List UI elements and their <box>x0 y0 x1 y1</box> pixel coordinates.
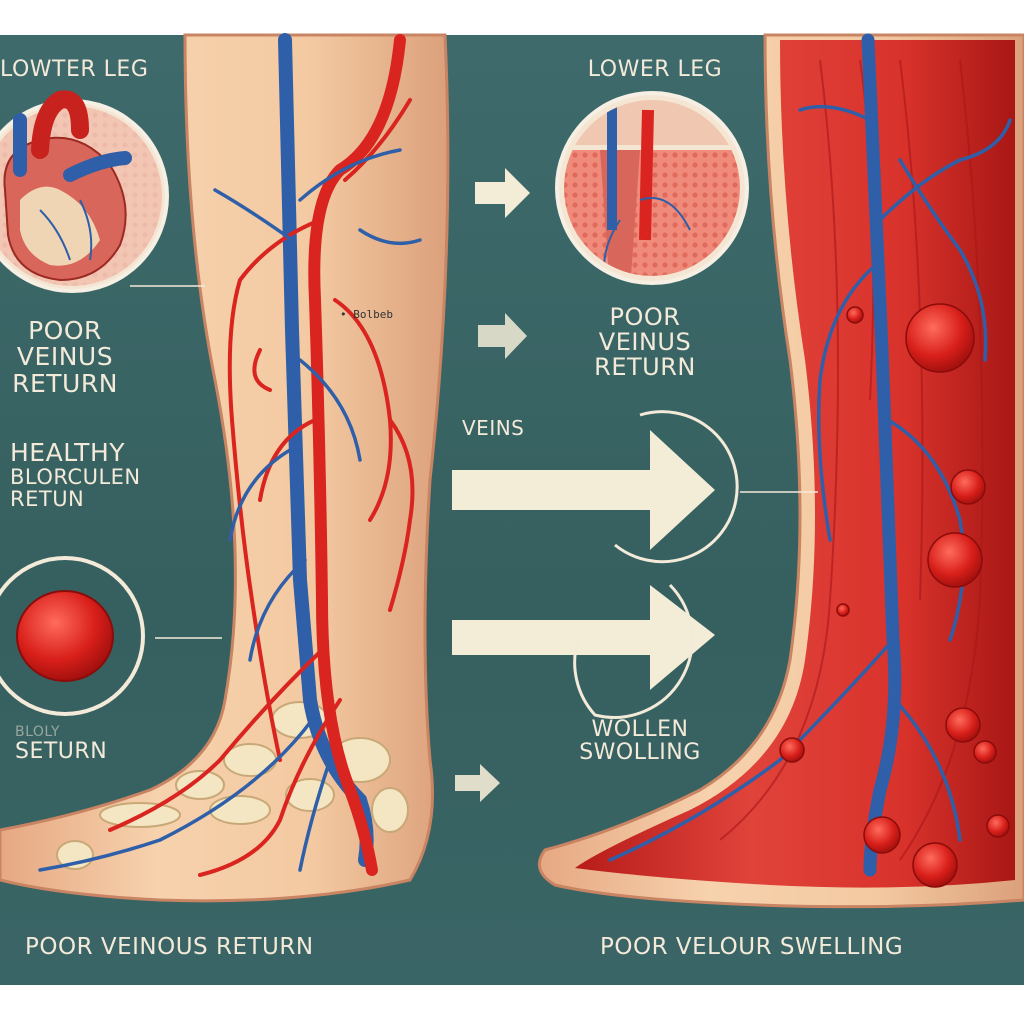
bone-icon <box>56 701 409 870</box>
tissue-circle <box>555 91 749 285</box>
arrow-right-icon <box>452 168 715 802</box>
small-tag: • Bolbeb <box>340 308 393 321</box>
blood-cell-circle <box>0 556 222 716</box>
right-leg <box>537 33 1024 909</box>
left-leg: • Bolbeb <box>0 33 450 903</box>
arrow-rings <box>573 410 739 719</box>
blood-cell-icon <box>779 303 1010 888</box>
left-bottom-caption: POOR VEINOUS RETURN <box>25 934 314 960</box>
heart-circle <box>0 90 205 293</box>
right-bottom-caption: POOR VELOUR SWELLING <box>600 934 904 960</box>
right-top-label: LOWER LEG <box>587 57 723 82</box>
blood-cell-icon <box>16 590 114 682</box>
heart-icon <box>3 90 132 282</box>
right-veins-label: VEINS <box>462 416 525 440</box>
left-top-label: LOWTER LEG <box>0 57 149 82</box>
